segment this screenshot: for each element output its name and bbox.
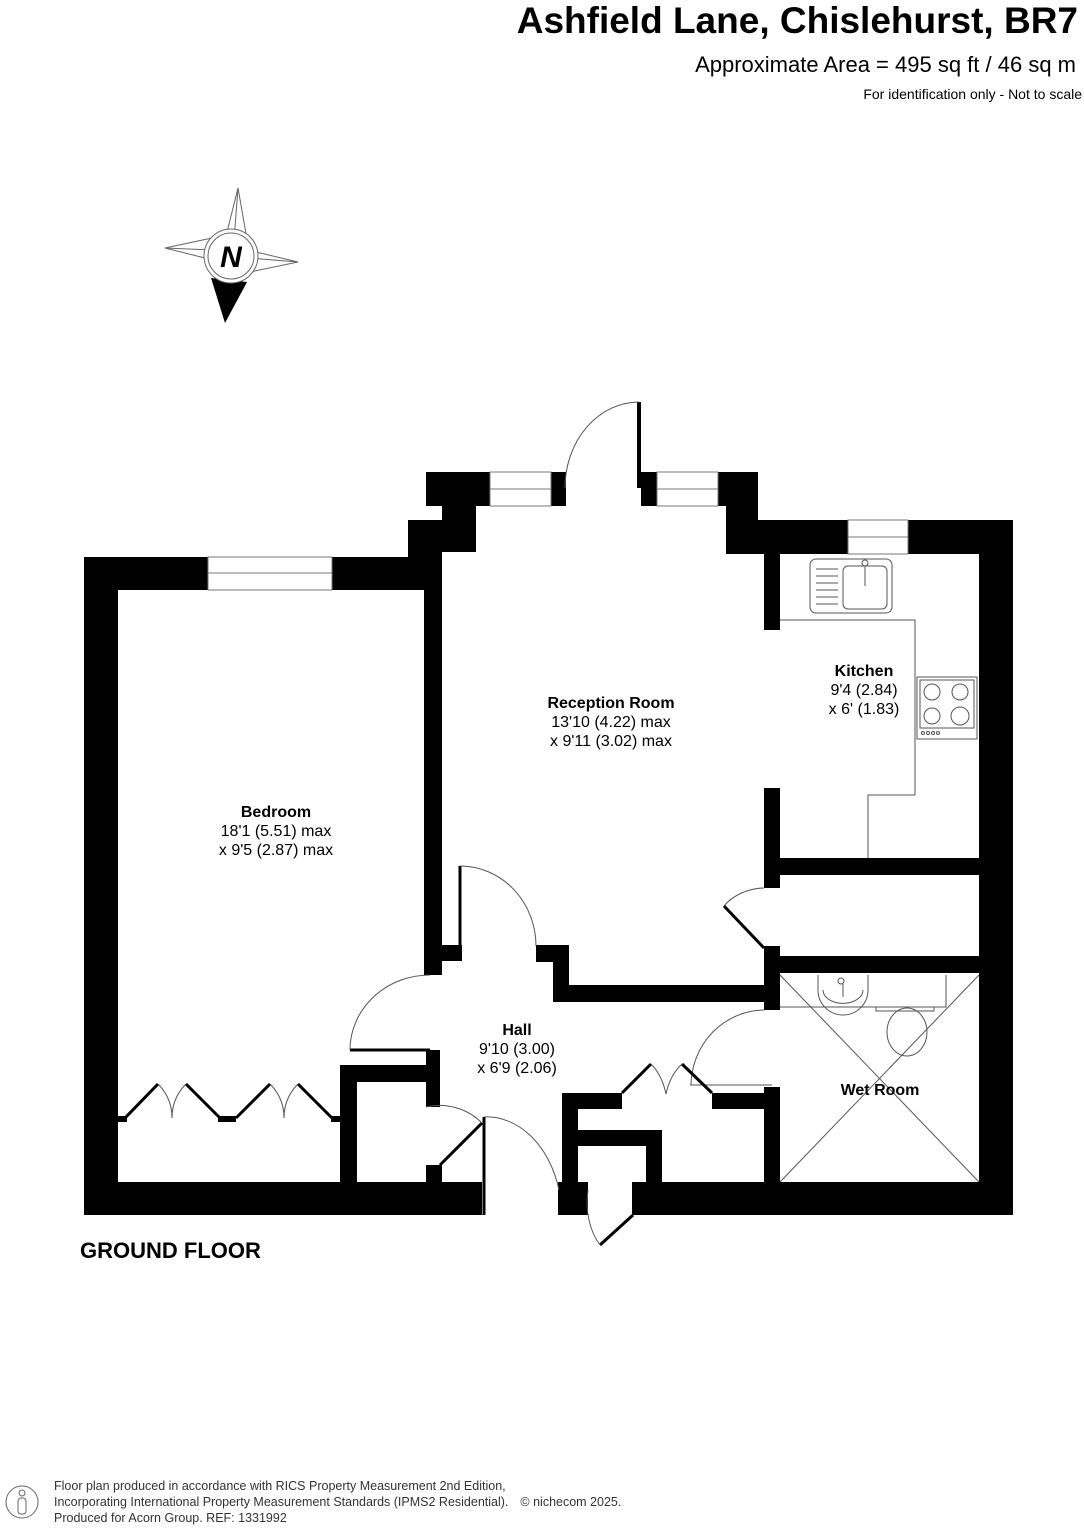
room-name: Reception Room: [547, 695, 675, 712]
person-info-icon: [5, 1485, 39, 1519]
room-name: Bedroom: [240, 804, 312, 821]
hob-icon: [916, 676, 978, 740]
room-bedroom: Bedroom 18'1 (5.51) max x 9'5 (2.87) max: [219, 803, 333, 860]
compass-rose-icon: N: [164, 187, 299, 323]
wet-room-fixtures: [779, 974, 980, 1183]
room-dimension: x 6' (1.83): [828, 701, 900, 718]
room-dimension: 13'10 (4.22) max: [551, 714, 671, 731]
kitchen-fixtures: [780, 558, 978, 858]
footer-notes: Floor plan produced in accordance with R…: [54, 1478, 621, 1526]
approximate-area: Approximate Area = 495 sq ft / 46 sq m: [695, 52, 1076, 77]
toilet-icon: [875, 1006, 935, 1057]
room-dimension: 18'1 (5.51) max: [220, 823, 332, 840]
compass-north-label: N: [220, 241, 243, 274]
room-name: Hall: [502, 1022, 532, 1039]
sink-icon: [809, 558, 893, 614]
room-dimension: 9'4 (2.84): [830, 682, 898, 699]
room-name: Wet Room: [840, 1082, 920, 1099]
footer-line-1: Floor plan produced in accordance with R…: [54, 1479, 506, 1493]
room-hall: Hall 9'10 (3.00) x 6'9 (2.06): [477, 1021, 557, 1078]
room-dimension: x 9'11 (3.02) max: [550, 733, 672, 750]
walls: [84, 472, 1013, 1215]
footer-line-3: Produced for Acorn Group. REF: 1331992: [54, 1511, 287, 1525]
footer-line-2: Incorporating International Property Mea…: [54, 1495, 509, 1509]
scale-disclaimer: For identification only - Not to scale: [863, 86, 1082, 102]
doors: [118, 401, 772, 1247]
room-reception: Reception Room 13'10 (4.22) max x 9'11 (…: [547, 694, 674, 751]
room-dimension: 9'10 (3.00): [478, 1041, 555, 1058]
room-wet-room: Wet Room: [841, 1081, 920, 1100]
property-title: Ashfield Lane, Chislehurst, BR7: [516, 0, 1078, 41]
room-dimension: x 6'9 (2.06): [477, 1060, 557, 1077]
copyright: © nichecom 2025.: [520, 1495, 622, 1509]
basin-icon: [817, 975, 869, 1016]
room-dimension: x 9'5 (2.87) max: [218, 842, 334, 859]
floor-label: GROUND FLOOR: [80, 1238, 261, 1263]
room-kitchen: Kitchen 9'4 (2.84) x 6' (1.83): [829, 662, 900, 719]
room-name: Kitchen: [834, 663, 894, 680]
windows: [207, 471, 909, 591]
